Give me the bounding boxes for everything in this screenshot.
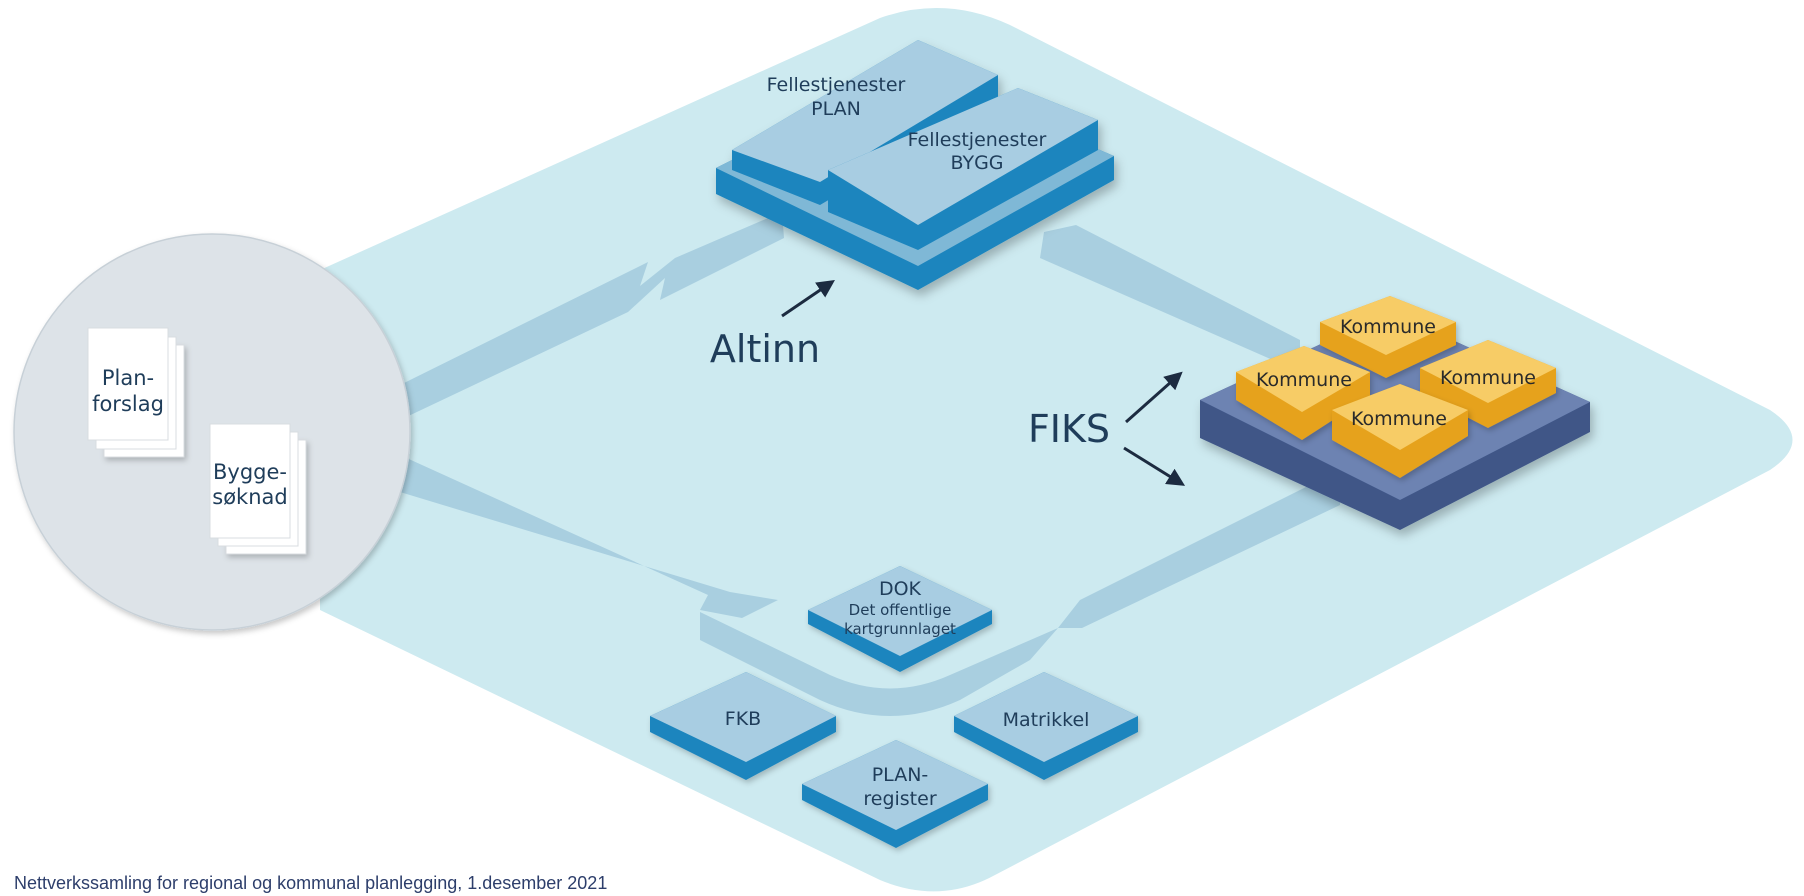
flow-arrow-bottom-left bbox=[400, 455, 778, 618]
flow-arrow-bottom-curve bbox=[700, 612, 1058, 716]
flow-arrow-top-right bbox=[1040, 225, 1300, 372]
matrikkel-label: Matrikkel bbox=[1003, 709, 1090, 731]
document-planforslag-line1: Plan- bbox=[102, 366, 154, 390]
kommune-label-left: Kommune bbox=[1256, 369, 1352, 391]
altinn-label: Altinn bbox=[710, 327, 820, 371]
fellestjenester-plan-line2: PLAN bbox=[811, 98, 861, 120]
altinn-platform[interactable] bbox=[716, 40, 1114, 290]
document-planforslag-line2: forslag bbox=[92, 392, 164, 416]
flow-arrows bbox=[400, 212, 1340, 716]
fiks-label: FIKS bbox=[1028, 407, 1110, 451]
footer-caption: Nettverkssamling for regional og kommuna… bbox=[14, 873, 608, 893]
kommune-label-bottom: Kommune bbox=[1351, 408, 1447, 430]
dok-tile[interactable] bbox=[808, 566, 992, 672]
kommune-tile-top[interactable] bbox=[1320, 296, 1456, 378]
background-diamond bbox=[320, 8, 1793, 892]
fellestjenester-bygg-line2: BYGG bbox=[950, 152, 1003, 174]
flow-arrow-top-left bbox=[400, 212, 784, 420]
planregister-tile[interactable] bbox=[802, 740, 988, 848]
planregister-label-line2: register bbox=[863, 788, 936, 810]
flow-arrow-right-bottom bbox=[1058, 470, 1340, 628]
fiks-arrow-down bbox=[1123, 446, 1186, 486]
fiks-arrow-up bbox=[1125, 371, 1183, 424]
kommune-label-top: Kommune bbox=[1340, 316, 1436, 338]
dok-label-line3: kartgrunnlaget bbox=[844, 620, 956, 638]
document-byggesoknad-line1: Bygge- bbox=[213, 460, 287, 484]
document-planforslag[interactable]: Plan- forslag bbox=[87, 327, 185, 458]
document-byggesoknad-line2: søknad bbox=[212, 485, 287, 509]
document-byggesoknad[interactable]: Bygge- søknad bbox=[209, 423, 307, 555]
fkb-tile[interactable] bbox=[650, 672, 836, 780]
fellestjenester-plan-line1: Fellestjenester bbox=[767, 74, 906, 96]
kommune-tile-bottom[interactable] bbox=[1332, 384, 1468, 478]
kommune-label-right: Kommune bbox=[1440, 367, 1536, 389]
altinn-arrow bbox=[781, 279, 835, 318]
fellestjenester-bygg-line1: Fellestjenester bbox=[908, 129, 1047, 151]
dok-label-line1: DOK bbox=[879, 578, 922, 600]
matrikkel-tile[interactable] bbox=[954, 672, 1138, 780]
dok-label-line2: Det offentlige bbox=[849, 601, 952, 619]
planregister-label-line1: PLAN- bbox=[872, 764, 929, 786]
fkb-label: FKB bbox=[725, 708, 761, 730]
